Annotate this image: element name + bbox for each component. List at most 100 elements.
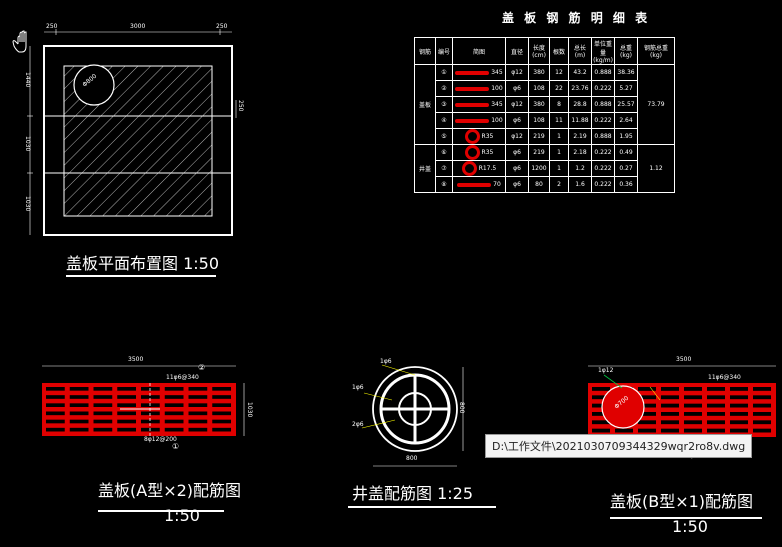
rebar-gap [684,387,702,391]
rebar-gap [592,420,610,425]
cell-total: 43.2 [568,64,592,81]
cell-sketch: R17.5 [452,160,506,177]
straight-rebar-icon [455,102,490,107]
cell-unit: 0.222 [591,176,615,193]
sketch-label: 100 [491,117,503,124]
rebar-gap [212,411,231,416]
cell-dia: φ12 [505,128,529,145]
rebar-gap [69,387,89,391]
cell-dia: φ6 [505,176,529,193]
sketch-label: 345 [491,101,503,108]
rebar-gap [730,420,748,425]
cell-unit: 0.888 [591,64,615,81]
cell-unit: 0.888 [591,96,615,113]
cell-unit: 0.888 [591,128,615,145]
cell-wt: 0.36 [614,176,638,193]
rebar-gap [730,428,748,433]
rebar-gap [188,387,208,391]
slab-b-hole [601,385,645,429]
rebar-gap [638,420,656,425]
ring-rebar-icon [464,129,480,144]
straight-rebar-icon [457,182,492,187]
rebar-gap [188,427,208,432]
cell-sketch: 100 [452,80,506,97]
rebar-gap [69,427,89,432]
rebar-gap [661,403,679,408]
cell-unit: 0.222 [591,80,615,97]
manhole-outer [372,366,458,452]
cell-no: ③ [435,96,453,113]
rebar-gap [753,387,771,391]
rebar-gap [93,419,113,424]
rebar-gap [592,403,610,408]
slab-a-scale: 1:50 [164,506,200,525]
plan-dim-right: 250 [216,23,228,30]
cell-len: 1200 [528,160,550,177]
th-sketch: 简图 [452,37,506,65]
rebar-gap [164,411,184,416]
rebar-gap [164,395,184,399]
rebar-gap [730,387,748,391]
plan-dim-side-3: 1030 [24,196,31,212]
rebar-gap [753,412,771,416]
rebar-gap [212,427,231,432]
sketch-label: 70 [493,181,501,188]
rebar-gap [93,395,113,399]
cell-no: ⑤ [435,128,453,145]
cell-sketch: R35 [452,128,506,145]
plan-manhole [73,64,115,106]
ring-rebar-icon [464,145,480,160]
cell-dia: φ12 [505,64,529,81]
plan-title: 盖板平面布置图 1:50 [66,254,220,273]
rebar-gap [188,395,208,399]
rebar-gap [46,427,65,432]
cell-sketch: 100 [452,112,506,129]
cell-no: ④ [435,112,453,129]
cell-len: 380 [528,64,550,81]
plan-view [27,29,237,277]
cell-no: ② [435,80,453,97]
sketch-label: R17.5 [478,165,497,172]
rebar-gap [707,420,725,425]
cell-wt: 0.49 [614,144,638,161]
rebar-gap [141,419,160,424]
rebar-gap [69,419,89,424]
rebar-gap [730,403,748,408]
plan-outline [43,45,233,236]
slab-b-scale: 1:50 [672,517,708,536]
cell-sketch: R35 [452,144,506,161]
rebar-gap [684,403,702,408]
rebar-gap [141,395,160,399]
manhole-drawing [348,364,496,508]
cell-wt: 25.57 [614,96,638,113]
rebar-gap [684,420,702,425]
cell-wt: 38.36 [614,64,638,81]
th-total: 总长(m) [568,37,592,65]
straight-rebar-icon [455,86,490,91]
cell-dia: φ6 [505,112,529,129]
rebar-gap [117,419,136,424]
cell-cnt: 8 [549,96,569,113]
rebar-gap [212,403,231,407]
slab-b-title: 盖板(B型×1)配筋图 [610,492,754,511]
cell-cnt: 11 [549,112,569,129]
cell-total: 23.76 [568,80,592,97]
rebar-gap [46,411,65,416]
rebar-gap [164,387,184,391]
plan-dim-mid: 3000 [130,23,146,30]
rebar-gap [93,411,113,416]
cell-total: 2.18 [568,144,592,161]
manhole-title: 井盖配筋图 1:25 [352,484,474,503]
th-cnt: 根数 [549,37,569,65]
cell-wt: 0.27 [614,160,638,177]
plan-dim-side-2: 1030 [24,136,31,152]
manhole-label-1: 1φ6 [380,358,392,365]
rebar-table: 钢筋 编号 简图 直径 长度(cm) 根数 总长(m) 单位重量(kg/m) 总… [414,37,675,193]
rebar-gap [592,428,610,433]
